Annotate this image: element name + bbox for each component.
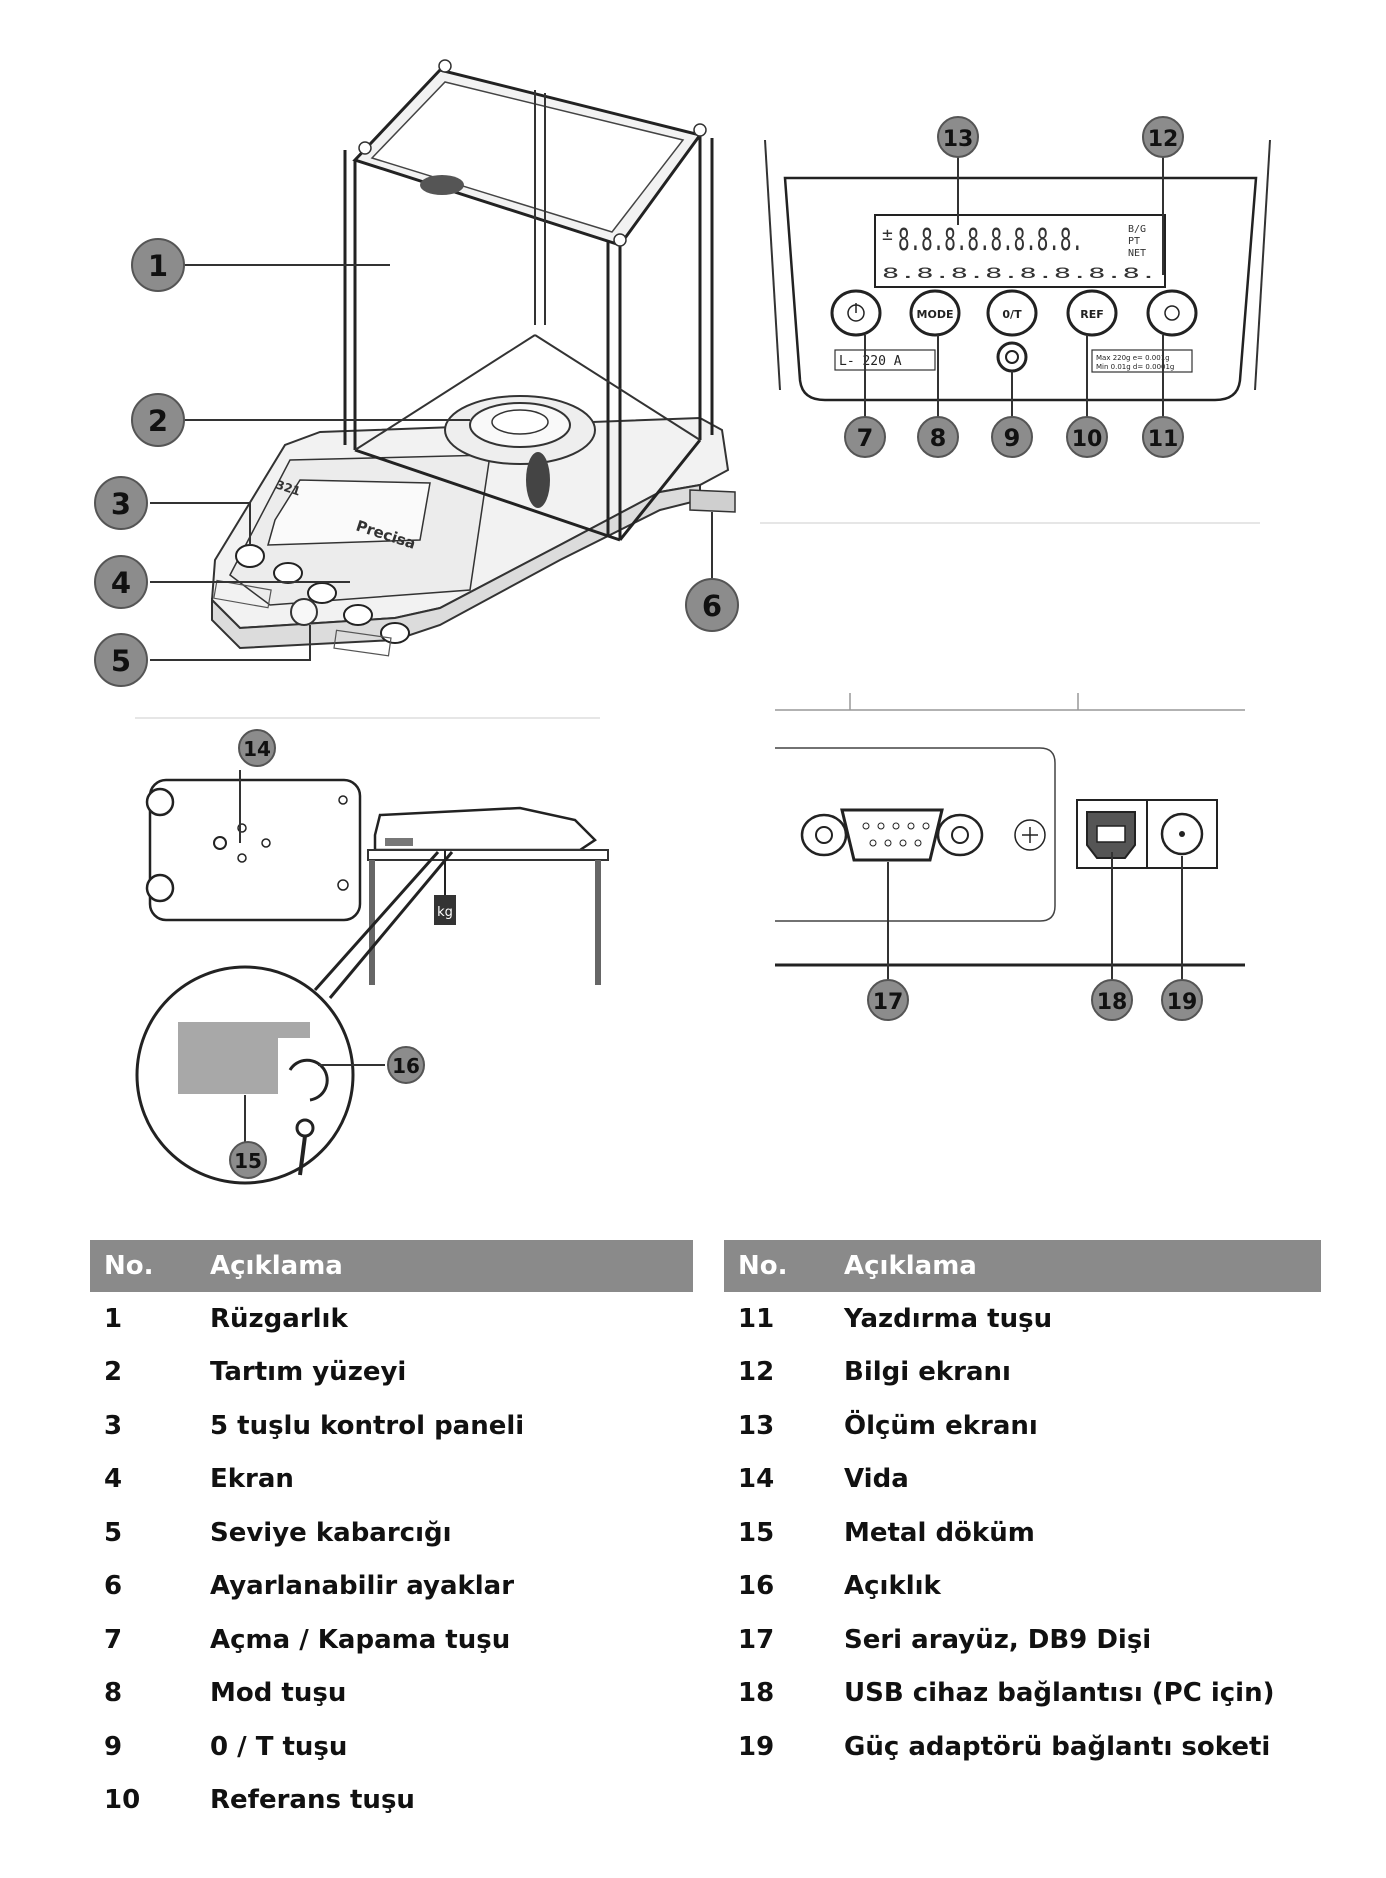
- power-socket: [1160, 812, 1204, 856]
- balance-diagram: Precisa 321: [94, 59, 1271, 1185]
- svg-text:18: 18: [1097, 990, 1128, 1015]
- svg-text:10: 10: [1072, 427, 1103, 452]
- power-key: [830, 289, 882, 337]
- callout-13: 13: [937, 116, 979, 158]
- callout-14: 14: [238, 729, 276, 767]
- svg-text:0/T: 0/T: [1002, 308, 1022, 321]
- table-header: No. Açıklama: [724, 1240, 1321, 1292]
- callout-4: 4: [94, 555, 148, 609]
- weight-label: kg: [437, 905, 453, 920]
- svg-text:19: 19: [1167, 990, 1198, 1015]
- svg-text:12: 12: [1148, 127, 1179, 152]
- underside-view: kg: [135, 717, 609, 1185]
- usb-b-port: [1086, 811, 1136, 859]
- svg-text:MODE: MODE: [917, 308, 954, 321]
- balance-illustration: Precisa 321: [210, 59, 736, 657]
- screw-icon: [1014, 819, 1046, 851]
- svg-text:15: 15: [234, 1149, 262, 1173]
- svg-text:11: 11: [1148, 427, 1179, 452]
- svg-text:16: 16: [392, 1054, 420, 1078]
- lcd-flag-bg: B/G: [1128, 224, 1146, 235]
- header-no: No.: [738, 1251, 788, 1281]
- callout-10: 10: [1066, 416, 1108, 458]
- lcd-info-digits: 8.8.8.8.8.8.8.8.: [882, 266, 1157, 282]
- callout-15: 15: [229, 1141, 267, 1179]
- svg-text:7: 7: [857, 424, 874, 452]
- zero-tare-key: 0/T: [986, 289, 1038, 337]
- level-bubble: [996, 341, 1028, 373]
- svg-text:1: 1: [148, 249, 168, 283]
- lcd-flag-pt: PT: [1128, 236, 1140, 247]
- callout-2: 2: [131, 393, 185, 447]
- svg-text:3: 3: [111, 487, 131, 521]
- callout-9: 9: [991, 416, 1033, 458]
- print-key: [1146, 289, 1198, 337]
- spec-line-2: Min 0.01g d= 0.0001g: [1096, 363, 1174, 371]
- svg-text:2: 2: [148, 404, 168, 438]
- callout-7: 7: [844, 416, 886, 458]
- svg-text:14: 14: [243, 737, 271, 761]
- mode-key: MODE: [909, 289, 961, 337]
- rear-connectors: [775, 693, 1245, 967]
- svg-text:8: 8: [930, 424, 947, 452]
- spec-line-1: Max 220g e= 0.001g: [1096, 354, 1170, 362]
- svg-text:5: 5: [111, 644, 131, 678]
- svg-text:4: 4: [111, 566, 131, 600]
- callout-6: 6: [685, 578, 739, 632]
- callout-16: 16: [387, 1046, 425, 1084]
- svg-text:13: 13: [943, 127, 974, 152]
- header-no: No.: [104, 1251, 154, 1281]
- callout-17: 17: [867, 979, 909, 1021]
- control-panel-detail: ± 8.8.8.8.8.8.8.8. B/G PT NET 8.8.8.8.8.…: [764, 139, 1271, 402]
- lcd-flag-net: NET: [1128, 248, 1146, 259]
- callout-12: 12: [1142, 116, 1184, 158]
- callout-18: 18: [1091, 979, 1133, 1021]
- svg-text:17: 17: [873, 990, 904, 1015]
- header-desc: Açıklama: [210, 1251, 343, 1281]
- callout-8: 8: [917, 416, 959, 458]
- lcd-main-digits: 8.8.8.8.8.8.8.8.: [898, 223, 1083, 258]
- ref-key: REF: [1066, 289, 1118, 337]
- header-desc: Açıklama: [844, 1251, 977, 1281]
- db9-connector: [800, 808, 984, 862]
- callout-3: 3: [94, 476, 148, 530]
- callout-19: 19: [1161, 979, 1203, 1021]
- callout-5: 5: [94, 633, 148, 687]
- table-header: No. Açıklama: [90, 1240, 693, 1292]
- lcd-sign: ±: [882, 224, 893, 245]
- model-label: L- 220 A: [839, 354, 902, 369]
- callout-1: 1: [131, 238, 185, 292]
- callout-11: 11: [1142, 416, 1184, 458]
- svg-text:9: 9: [1004, 424, 1021, 452]
- svg-text:REF: REF: [1080, 308, 1104, 321]
- svg-text:6: 6: [702, 589, 722, 623]
